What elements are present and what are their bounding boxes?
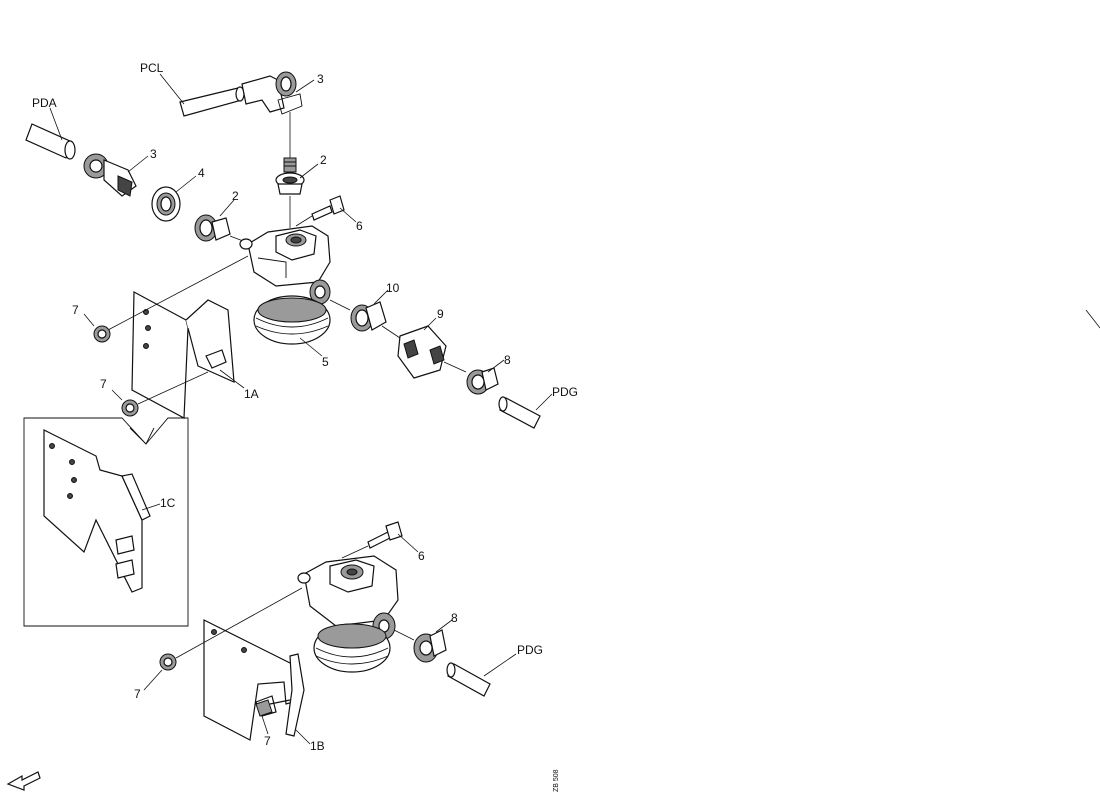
callout-3-left: 3 [150,147,157,161]
callout-1a: 1A [244,387,259,401]
detail-inset-box [23,417,189,627]
callout-7-b: 7 [100,377,107,391]
pdg-top-leader [535,393,553,411]
direction-arrow-icon [6,771,41,791]
pdg-pipe-bottom [446,662,491,697]
callout-2-top-leader [299,163,319,179]
pda-label: PDA [32,96,57,110]
pcl-pipe [179,86,245,117]
callout-3-left-leader [127,155,149,173]
callout-6-top-leader [339,207,357,223]
reference-code: ZB 508 [553,769,560,792]
callout-1c-leader [141,503,161,511]
callout-2-left: 2 [232,189,239,203]
elbow-fitting-top [241,71,303,115]
callout-8-bottom-leader [435,619,453,633]
callout-4-leader [175,175,197,193]
callout-6-top: 6 [356,219,363,233]
callout-9-leader [423,317,437,331]
callout-2-top: 2 [320,153,327,167]
bracket-1a [131,291,235,419]
nut-7-middle [121,399,139,417]
screw-6-top [311,195,345,221]
callout-3-top: 3 [317,72,324,86]
pda-pipe [25,123,76,160]
callout-7-a: 7 [72,303,79,317]
callout-1b: 1B [310,739,325,753]
union-fitting-8-top [443,361,499,395]
pdg-bottom-label: PDG [517,643,543,657]
nut-7-upper [93,325,111,343]
callout-6-bottom-leader [397,533,419,553]
union-fitting-8-bottom [393,629,447,663]
callout-10-leader [373,289,389,305]
union-fitting-10 [329,299,387,332]
callout-1b-leader [295,729,311,745]
screw-top-axis [295,215,313,227]
callout-8-bottom: 8 [451,611,458,625]
callout-5: 5 [322,355,329,369]
relay-valve-top [239,225,331,345]
callout-5-leader [299,337,323,357]
screw-7-lower [255,699,273,717]
bracket-1a-link [107,255,249,331]
relay-valve-bottom [297,555,399,673]
union-fitting-top [275,157,305,195]
callout-7-b-leader2 [111,389,123,401]
callout-8-top-leader [487,359,505,373]
bracket-1b-link [175,587,303,659]
edge-mark [1085,309,1100,329]
callout-6-bottom: 6 [418,549,425,563]
pdg-bottom-leader [483,653,517,677]
callout-8-top: 8 [504,353,511,367]
callout-7-b-leader [137,371,209,405]
pda-leader [49,107,63,141]
screw-6-bottom [367,521,403,549]
nut-7-lower [159,653,177,671]
check-valve-9 [381,325,447,379]
callout-3-top-leader [295,79,315,93]
callout-10: 10 [386,281,400,295]
nut-fitting-4 [151,186,181,222]
callout-7-d: 7 [264,734,271,748]
callout-7-a-leader [83,313,95,327]
callout-7-d-leader [261,715,269,735]
callout-7-c: 7 [134,687,141,701]
callout-2-left-leader [219,199,235,217]
pdg-top-label: PDG [552,385,578,399]
screw-bottom-axis [341,545,369,559]
union-fitting-left [194,214,231,242]
callout-7-c-leader [143,669,163,691]
pcl-label: PCL [140,61,164,75]
bracket-1b [203,619,305,741]
callout-4: 4 [198,166,205,180]
callout-1a-leader [219,369,245,389]
pcl-leader [159,73,185,105]
callout-9: 9 [437,307,444,321]
elbow-fitting-left [83,153,137,197]
pdg-pipe-top [498,396,541,429]
callout-1c: 1C [160,496,176,510]
